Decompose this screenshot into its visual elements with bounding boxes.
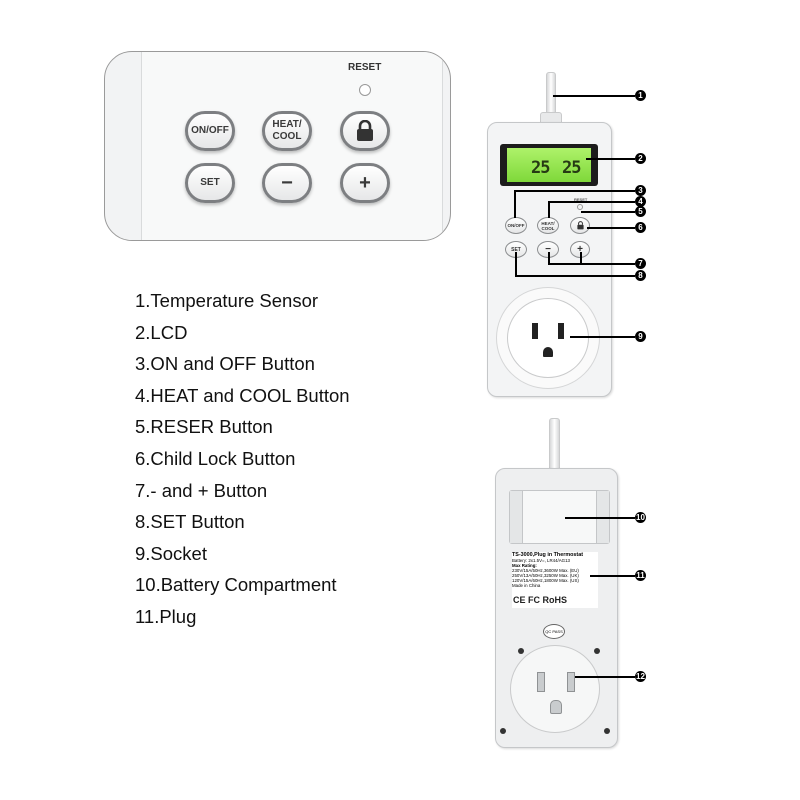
front-heat-cool-label-1: HEAT/ [541,220,555,226]
callout-line [581,211,635,213]
socket [507,298,589,378]
heat-cool-label-1: HEAT/ [272,119,302,130]
callout-line [553,95,635,97]
callout-3: 3 [635,185,646,196]
front-padlock-icon [576,221,584,230]
list-item: 11.Plug [135,605,197,627]
callout-8: 8 [635,270,646,281]
front-plus-button[interactable]: + [570,241,590,258]
battery-clip-left [510,491,523,543]
rating-line: 230V/15A/50Hz,3600W Max. (EU) [512,568,579,573]
set-button[interactable]: SET [185,163,235,203]
reset-label: RESET [348,62,382,73]
list-item: 10.Battery Compartment [135,574,337,596]
front-plus-label: + [577,244,583,255]
rating-label-title: TS-3000,Plug in Thermostat [512,552,583,558]
front-minus-label: − [545,244,551,255]
callout-10: 10 [635,512,646,523]
callout-line [548,201,550,218]
screw-hole [500,728,506,734]
callout-line [590,575,635,577]
socket-ground-hole [543,347,553,357]
screw-hole [604,728,610,734]
feature-list: 1.Temperature Sensor 2.LCD 3.ON and OFF … [135,290,350,638]
callout-line [587,227,635,229]
callout-line [570,336,635,338]
callout-line [586,158,635,160]
set-label: SET [200,177,220,188]
plug-prong-right [567,672,575,692]
callout-11: 11 [635,570,646,581]
child-lock-button[interactable] [340,111,390,151]
lcd-right-reading: 25 [562,158,582,178]
callout-line [514,190,635,192]
front-on-off-button[interactable]: ON/OFF [505,217,527,234]
plus-button[interactable]: + [340,163,390,203]
rating-line: Made in China [512,583,541,588]
plug-ground-pin [550,700,562,714]
rating-line: 250V/13A/50Hz,3250W Max. (UK) [512,573,579,578]
rating-line: 120V/15A/60Hz,1800W Max. (US) [512,578,579,583]
callout-12: 12 [635,671,646,682]
padlock-icon [357,120,373,141]
front-on-off-label: ON/OFF [507,223,525,228]
list-item: 1.Temperature Sensor [135,290,319,311]
front-reset-label: RESET [574,197,588,202]
list-item: 4.HEAT and COOL Button [135,384,350,406]
callout-line [514,190,516,218]
socket-slot-right [558,323,564,339]
callout-line [515,252,517,276]
list-item: 2.LCD [135,321,188,343]
callout-7: 7 [635,258,646,269]
certification-marks: CE FC RoHS [513,595,567,605]
plus-label: + [359,172,371,194]
list-item: 7.- and + Button [135,479,268,501]
qc-pass-text: QC PASS [545,629,563,634]
front-heat-cool-label-2: COOL [541,225,555,231]
callout-line [548,263,635,265]
callout-line [548,201,635,203]
list-item: 3.ON and OFF Button [135,353,315,375]
plug-prong-left [537,672,545,692]
keypad-closeup [104,51,451,241]
heat-cool-button[interactable]: HEAT/ COOL [262,111,312,151]
list-item: 5.RESER Button [135,416,273,438]
callout-1: 1 [635,90,646,101]
plug [510,645,600,733]
lcd-left-reading: 25 [531,158,551,178]
list-item: 6.Child Lock Button [135,447,296,469]
qc-pass-seal: QC PASS [543,624,565,639]
callout-6: 6 [635,222,646,233]
rating-label: TS-3000,Plug in Thermostat Battery: 2x1.… [512,552,598,608]
callout-line [565,517,635,519]
heat-cool-label-2: COOL [272,131,302,142]
list-item: 8.SET Button [135,511,245,533]
on-off-label: ON/OFF [191,125,229,136]
callout-line [548,252,550,264]
rating-line: Max Rating: [512,563,537,568]
list-item: 9.Socket [135,542,207,564]
callout-line [580,252,582,264]
rating-line: Battery: 2x1.5V=, LR44/AG13 [512,558,570,563]
callout-4: 4 [635,196,646,207]
front-heat-cool-button[interactable]: HEAT/ COOL [537,217,559,234]
callout-5: 5 [635,206,646,217]
socket-slot-left [532,323,538,339]
front-set-label: SET [511,246,521,253]
callout-line [575,676,635,678]
callout-9: 9 [635,331,646,342]
callout-line [515,275,635,277]
screw-hole [594,648,600,654]
screw-hole [518,648,524,654]
minus-button[interactable]: − [262,163,312,203]
front-child-lock-button[interactable] [570,217,590,234]
lcd-display: 25 25 [507,148,591,182]
front-reset-button[interactable] [577,204,583,210]
on-off-button[interactable]: ON/OFF [185,111,235,151]
minus-label: − [281,172,293,194]
reset-button[interactable] [359,84,371,96]
callout-2: 2 [635,153,646,164]
